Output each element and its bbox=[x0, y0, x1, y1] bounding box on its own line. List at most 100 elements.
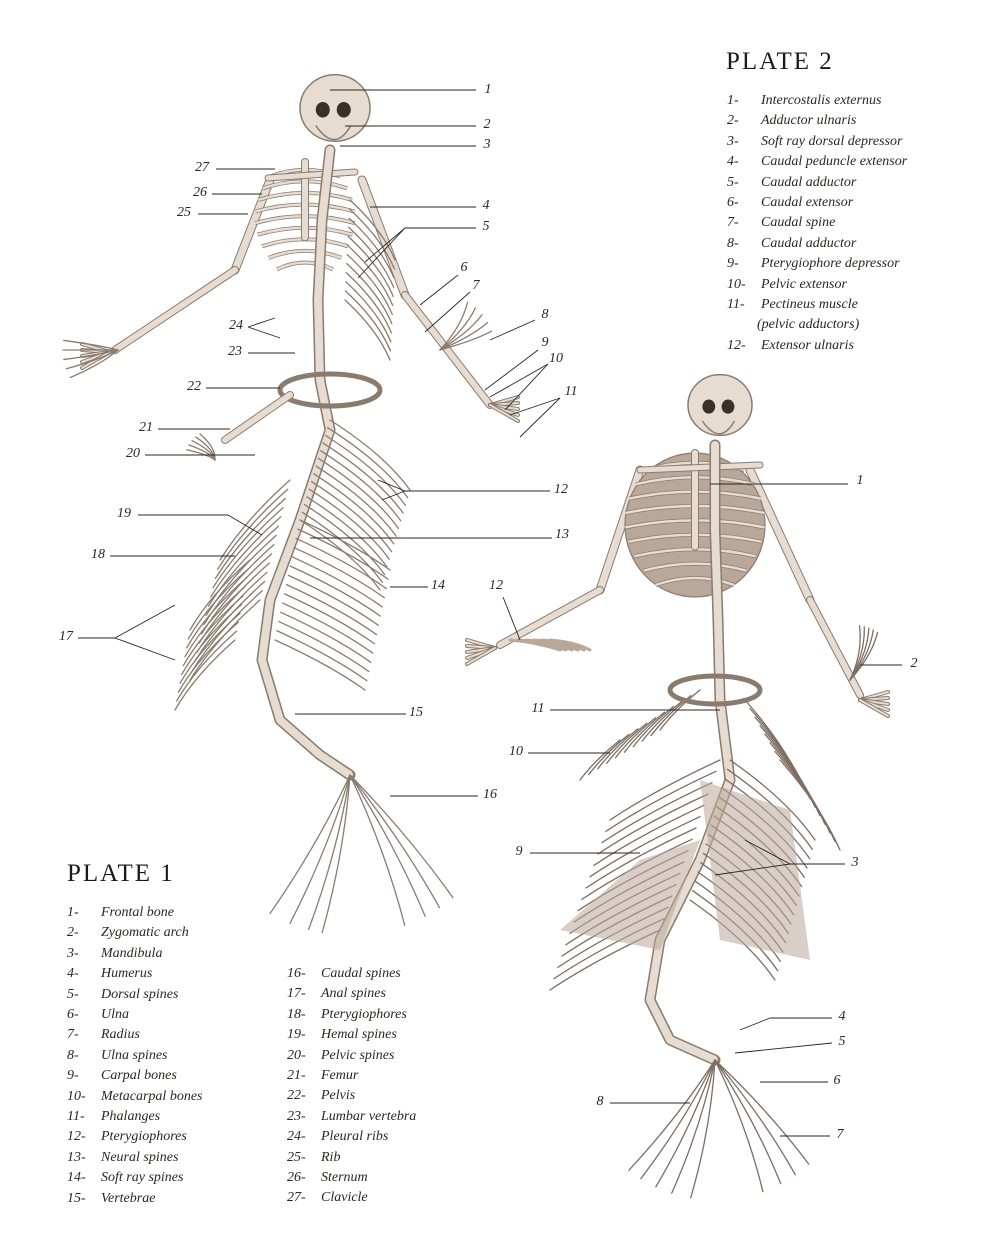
fin-ray bbox=[589, 816, 701, 878]
legend-item: 4-Humerus bbox=[67, 964, 202, 984]
fin-ray bbox=[179, 612, 241, 684]
legend-number: 18- bbox=[287, 1006, 306, 1022]
legend-label: Dorsal spines bbox=[101, 986, 179, 1002]
plate1-callout-number: 3 bbox=[483, 137, 491, 153]
leader-line bbox=[714, 863, 791, 876]
fin-ray bbox=[729, 759, 816, 841]
fin-ray bbox=[439, 321, 489, 351]
legend-item: 1-Frontal bone bbox=[67, 903, 202, 923]
eye-socket bbox=[315, 102, 330, 118]
fin-ray bbox=[191, 590, 263, 672]
fin-ray bbox=[623, 711, 666, 753]
rib bbox=[268, 249, 342, 260]
plate2-title: PLATE 2 bbox=[726, 48, 834, 75]
legend-label: Pectineus muscle bbox=[761, 297, 858, 313]
leader-line bbox=[509, 397, 561, 416]
legend-label: Caudal adductor bbox=[761, 235, 857, 251]
legend-item: 2-Zygomatic arch bbox=[67, 923, 202, 943]
fin-ray bbox=[291, 556, 383, 608]
fin-ray bbox=[321, 774, 351, 934]
plate1-callout-number: 17 bbox=[59, 629, 73, 645]
jaw bbox=[701, 420, 736, 435]
legend-item: 5-Dorsal spines bbox=[67, 985, 202, 1005]
bone bbox=[231, 176, 274, 274]
fin-ray bbox=[176, 630, 238, 702]
legend-item: 12-Extensor ulnaris bbox=[727, 336, 907, 356]
fin-ray bbox=[439, 301, 469, 351]
legend-number: 4- bbox=[67, 966, 79, 982]
legend-item: 10-Pelvic extensor bbox=[727, 275, 907, 295]
legend-number: 12- bbox=[727, 337, 746, 353]
fin-ray bbox=[274, 639, 366, 691]
legend-number: 6- bbox=[67, 1007, 79, 1023]
fin-ray bbox=[189, 559, 251, 631]
legend-item: 6-Caudal extensor bbox=[727, 193, 907, 213]
fin-ray bbox=[199, 433, 216, 461]
eye-socket bbox=[702, 399, 716, 414]
skull bbox=[687, 373, 753, 437]
leader-line bbox=[502, 596, 521, 641]
legend-number: 8- bbox=[727, 235, 739, 251]
fin-ray bbox=[193, 580, 266, 663]
fin-ray bbox=[344, 299, 391, 361]
legend-number: 16- bbox=[287, 966, 306, 981]
legend-label: Caudal spines bbox=[321, 966, 401, 981]
fin-ray bbox=[849, 631, 879, 681]
fin-ray bbox=[317, 457, 400, 530]
fin-ray bbox=[297, 528, 389, 580]
legend-label: Hemal spines bbox=[321, 1027, 397, 1043]
legend-number: 24- bbox=[287, 1129, 306, 1145]
fin-ray bbox=[601, 782, 713, 844]
legend-label: Pleural ribs bbox=[321, 1129, 389, 1145]
fin-ray bbox=[593, 804, 705, 866]
fin-ray bbox=[299, 519, 381, 591]
legend-label: Soft ray spines bbox=[101, 1170, 184, 1186]
plate2-callout-number: 6 bbox=[833, 1073, 841, 1089]
fin-ray bbox=[628, 1059, 716, 1171]
legend-item: 4-Caudal peduncle extensor bbox=[727, 152, 907, 172]
bone bbox=[112, 267, 238, 353]
fin-ray bbox=[439, 330, 493, 351]
plate1-callout-number: 26 bbox=[193, 185, 207, 201]
legend-item: 23-Lumbar vertebra bbox=[287, 1107, 416, 1127]
legend-number: 11- bbox=[727, 297, 745, 313]
legend-item: 15-Vertebrae bbox=[67, 1189, 202, 1209]
legend-label: Pelvic extensor bbox=[761, 276, 847, 292]
plate2-callout-number: 1 bbox=[856, 473, 864, 489]
fin-ray bbox=[348, 217, 395, 279]
fin-ray bbox=[174, 639, 236, 711]
fin-ray bbox=[346, 253, 393, 316]
fin-ray bbox=[205, 534, 277, 617]
plate1-callout-number: 16 bbox=[483, 787, 497, 803]
legend-label: Metacarpal bones bbox=[101, 1088, 203, 1104]
fin-ray bbox=[280, 611, 372, 663]
legend-item: 7-Caudal spine bbox=[727, 213, 907, 233]
fin-ray bbox=[63, 339, 119, 351]
legend-number: 21- bbox=[287, 1068, 306, 1084]
fin-ray bbox=[347, 226, 395, 288]
callout-leader-lines bbox=[78, 89, 902, 1137]
fin-ray bbox=[439, 307, 477, 351]
legend-number: 20- bbox=[287, 1047, 306, 1063]
fin-ray bbox=[347, 235, 394, 298]
legend-number: 7- bbox=[727, 215, 739, 231]
legend-item: 11- Pectineus muscle bbox=[727, 295, 907, 315]
legend-number: 23- bbox=[287, 1108, 306, 1124]
plate2-callout-number: 7 bbox=[836, 1127, 844, 1143]
legend-number: 19- bbox=[287, 1027, 306, 1043]
plate1-callout-number: 24 bbox=[229, 318, 243, 334]
fin-ray bbox=[299, 519, 391, 571]
legend-number: 5- bbox=[727, 174, 739, 190]
fin-ray bbox=[285, 583, 378, 636]
plate1-callout-number: 21 bbox=[139, 420, 153, 436]
legend-item: 9-Pterygiophore depressor bbox=[727, 254, 907, 274]
fin-ray bbox=[714, 1059, 764, 1193]
plate1-callout-number: 7 bbox=[472, 278, 480, 294]
fin-ray bbox=[308, 488, 390, 560]
plate1-callout-number: 22 bbox=[187, 379, 201, 395]
legend-label: Soft ray dorsal depressor bbox=[761, 133, 903, 149]
leader-line bbox=[484, 349, 539, 391]
legend-label: Ulna spines bbox=[101, 1047, 168, 1063]
